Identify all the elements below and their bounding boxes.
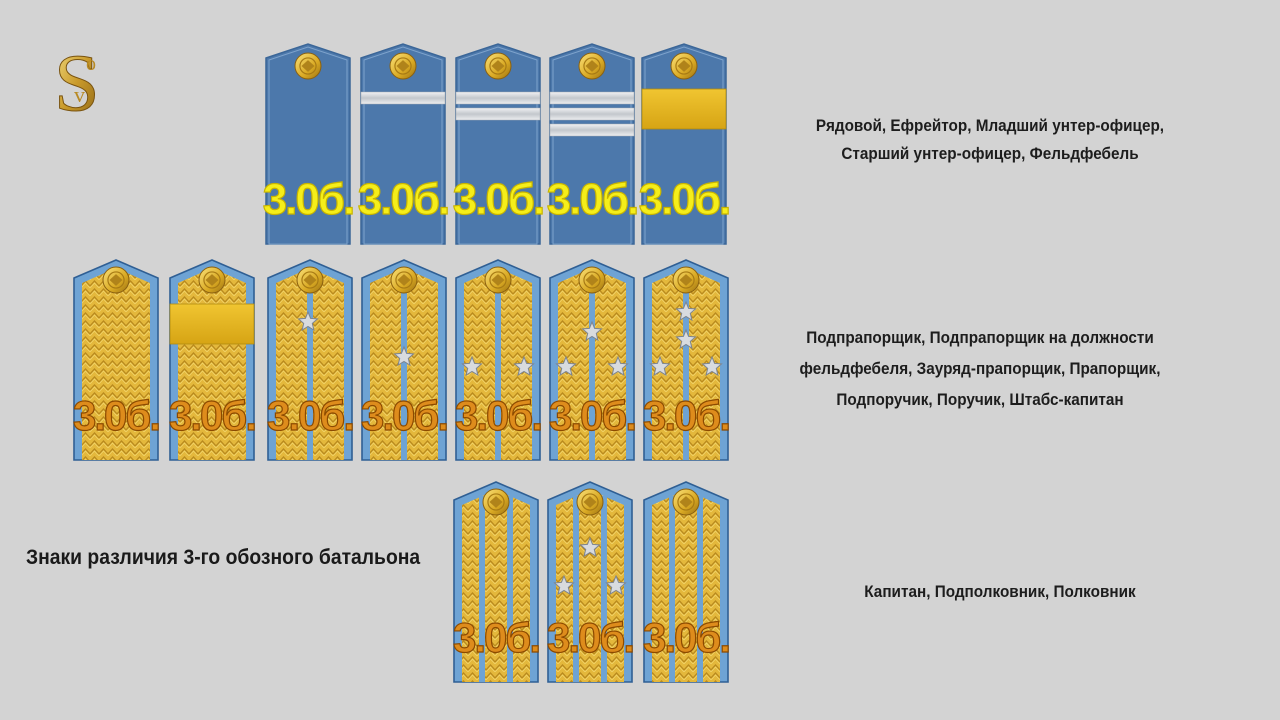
shoulder-board-junior-officer: 3.0б.: [642, 259, 732, 461]
caption-line: Рядовой, Ефрейтор, Младший унтер-офицер,: [815, 116, 1165, 135]
clearance-stripe: [307, 274, 313, 460]
logo-letter-s: S: [54, 38, 100, 118]
rank-star-icon: [555, 355, 577, 377]
eagle-button-icon: [296, 266, 324, 294]
shoulder-board-senior-officer: 3.0б.: [452, 481, 542, 683]
rank-star-icon: [393, 345, 415, 367]
silver-stripe: [549, 91, 635, 105]
shoulder-board-senior-officer: 3.0б.: [546, 481, 636, 683]
logo-letter-v: v: [74, 82, 85, 107]
cipher-label: 3.0б.: [361, 392, 447, 439]
caption-line: Капитан, Подполковник, Полковник: [864, 582, 1136, 601]
eagle-button-icon: [484, 52, 512, 80]
cipher-label: 3.0б.: [547, 175, 638, 224]
eagle-button-icon: [482, 488, 510, 516]
clearance-stripe: [683, 274, 689, 460]
rank-star-icon: [607, 355, 629, 377]
clearance-stripe: [479, 496, 485, 682]
rank-star-icon: [581, 320, 603, 342]
shoulder-board-junior-officer: 3.0б.: [548, 259, 638, 461]
eagle-button-icon: [198, 266, 226, 294]
cipher-label: 3.0б.: [547, 614, 633, 661]
caption-line: фельдфебеля, Зауряд-прапорщик, Прапорщик…: [799, 359, 1161, 378]
shoulder-board-junior-officer: 3.0б.: [168, 259, 258, 461]
gold-bar: [169, 303, 255, 345]
eagle-button-icon: [578, 266, 606, 294]
shoulder-board-enlisted: 3.0б.: [452, 43, 546, 245]
cipher-label: 3.0б.: [358, 175, 449, 224]
shoulder-board-junior-officer: 3.0б.: [266, 259, 356, 461]
clearance-stripe: [401, 274, 407, 460]
silver-stripe: [455, 107, 541, 121]
clearance-stripe: [507, 496, 513, 682]
sv-logo: S o v: [54, 38, 101, 118]
shoulder-board-enlisted: 3.0б.: [357, 43, 451, 245]
rank-star-icon: [461, 355, 483, 377]
gold-bar: [641, 88, 727, 130]
eagle-button-icon: [672, 488, 700, 516]
shoulder-board-junior-officer: 3.0б.: [360, 259, 450, 461]
shoulder-board-junior-officer: 3.0б.: [72, 259, 162, 461]
caption-junior-officer-ranks: Подпрапорщик, Подпрапорщик на должности …: [773, 322, 1187, 415]
rank-star-icon: [553, 574, 575, 596]
cipher-label: 3.0б.: [549, 392, 635, 439]
cipher-label: 3.0б.: [639, 175, 730, 224]
cipher-label: 3.0б.: [453, 175, 544, 224]
page-title: Знаки различия 3-го обозного батальона: [26, 546, 421, 569]
silver-stripe: [360, 91, 446, 105]
clearance-stripe: [573, 496, 579, 682]
caption-senior-officer-ranks: Капитан, Подполковник, Полковник: [811, 578, 1189, 606]
eagle-button-icon: [576, 488, 604, 516]
cipher-label: 3.0б.: [643, 392, 729, 439]
silver-stripe: [549, 107, 635, 121]
caption-enlisted-ranks: Рядовой, Ефрейтор, Младший унтер-офицер,…: [783, 112, 1197, 168]
rank-star-icon: [649, 355, 671, 377]
rank-star-icon: [675, 300, 697, 322]
cipher-label: 3.0б.: [169, 392, 255, 439]
caption-line: Старший унтер-офицер, Фельдфебель: [841, 144, 1139, 163]
eagle-button-icon: [484, 266, 512, 294]
clearance-stripe: [589, 274, 595, 460]
eagle-button-icon: [670, 52, 698, 80]
rank-star-icon: [605, 574, 627, 596]
rank-star-icon: [675, 328, 697, 350]
eagle-button-icon: [294, 52, 322, 80]
rank-star-icon: [579, 536, 601, 558]
cipher-label: 3.0б.: [263, 175, 354, 224]
silver-stripe: [549, 123, 635, 137]
caption-line: Подпрапорщик, Подпрапорщик на должности: [806, 328, 1154, 347]
rank-star-icon: [701, 355, 723, 377]
cipher-label: 3.0б.: [453, 614, 539, 661]
cipher-label: 3.0б.: [267, 392, 353, 439]
eagle-button-icon: [390, 266, 418, 294]
rank-star-icon: [513, 355, 535, 377]
clearance-stripe: [495, 274, 501, 460]
clearance-stripe: [697, 496, 703, 682]
cipher-label: 3.0б.: [73, 392, 159, 439]
logo-letter-o: o: [86, 53, 96, 75]
shoulder-board-enlisted: 3.0б.: [638, 43, 732, 245]
silver-stripe: [455, 91, 541, 105]
rank-star-icon: [297, 310, 319, 332]
eagle-button-icon: [102, 266, 130, 294]
clearance-stripe: [669, 496, 675, 682]
shoulder-board-senior-officer: 3.0б.: [642, 481, 732, 683]
cipher-label: 3.0б.: [643, 614, 729, 661]
eagle-button-icon: [389, 52, 417, 80]
shoulder-board-enlisted: 3.0б.: [262, 43, 356, 245]
clearance-stripe: [601, 496, 607, 682]
eagle-button-icon: [672, 266, 700, 294]
cipher-label: 3.0б.: [455, 392, 541, 439]
shoulder-board-junior-officer: 3.0б.: [454, 259, 544, 461]
shoulder-board-enlisted: 3.0б.: [546, 43, 640, 245]
caption-line: Подпоручик, Поручик, Штабс-капитан: [836, 390, 1124, 409]
eagle-button-icon: [578, 52, 606, 80]
